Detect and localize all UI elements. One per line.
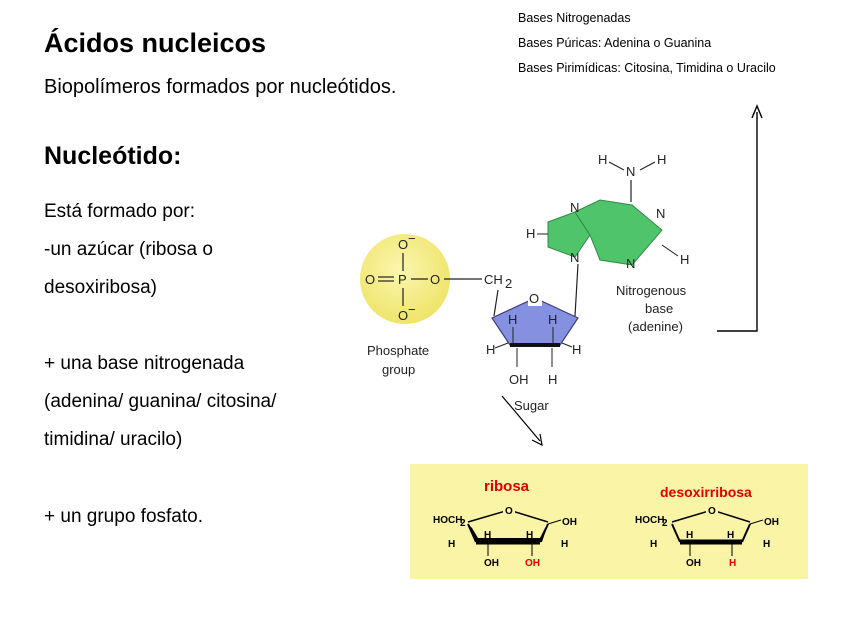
sugar-ring: O H H H H OH H [486, 291, 581, 387]
base-amino-h-right: H [657, 152, 666, 167]
deoxyribose-hoch2: HOCH [635, 515, 664, 526]
page-subtitle: Biopolímeros formados por nucleótidos. [44, 76, 397, 98]
sugar-oh: OH [509, 372, 529, 387]
section-heading: Nucleótido: [44, 142, 182, 170]
phosphate-o-left: O [365, 272, 375, 287]
body-line-1: Está formado por: [44, 201, 196, 222]
deoxyribose-o: O [708, 506, 716, 517]
phosphate-o-right: O [430, 272, 440, 287]
deoxyribose-structure: O HOCH 2 OH H H H H OH H [635, 504, 779, 569]
sugar-ring-o: O [529, 291, 539, 306]
sugar-comparison-box [410, 464, 808, 579]
phosphate-label-1: Phosphate [367, 343, 429, 358]
ribose-oh-right: OH [562, 517, 577, 528]
phosphate-circle [360, 234, 450, 324]
phosphate-group: O − O P O O − [360, 231, 482, 324]
deoxyribose-h-left: H [650, 539, 657, 550]
ribose-h-left: H [448, 539, 455, 550]
ribose-oh-bottom-right: OH [525, 558, 540, 569]
body-line-6: timidina/ uracilo) [44, 429, 183, 450]
ch2-sub: 2 [505, 276, 512, 291]
base-h-8: H [526, 226, 535, 241]
base-label-1: Nitrogenous [616, 283, 687, 298]
adenine-base: N N N N N H H H H [526, 152, 689, 271]
note-bases-puricas: Bases Púricas: Adenina o Guanina [518, 36, 712, 50]
base-n-1: N [656, 206, 665, 221]
deoxyribose-oh-bottom: OH [686, 558, 701, 569]
body-line-2: -un azúcar (ribosa o [44, 239, 213, 260]
ribose-h-inner-left: H [484, 530, 491, 541]
deoxyribose-h-inner-left: H [686, 530, 693, 541]
phosphate-o-top: O [398, 237, 408, 252]
base-label-2: base [645, 301, 673, 316]
desoxirribosa-title: desoxirribosa [660, 484, 752, 500]
phosphate-label-2: group [382, 362, 415, 377]
base-label-3: (adenine) [628, 319, 683, 334]
base-n-3: N [626, 256, 635, 271]
deoxyribose-h-bottom: H [729, 558, 736, 569]
deoxyribose-h-right: H [763, 539, 770, 550]
phosphate-charge-bottom: − [408, 302, 416, 317]
phosphate-p: P [398, 272, 407, 287]
page-title: Ácidos nucleicos [44, 28, 267, 58]
ch2-label: CH [484, 272, 503, 287]
ribose-hoch2-sub: 2 [460, 518, 466, 529]
note-bases-pirimidicas: Bases Pirimídicas: Citosina, Timidina o … [518, 61, 776, 75]
ribose-oh-bottom-left: OH [484, 558, 499, 569]
body-line-3: desoxiribosa) [44, 277, 157, 298]
ribosa-title: ribosa [484, 478, 530, 495]
phosphate-charge-top: − [408, 231, 416, 246]
base-n-9: N [570, 250, 579, 265]
deoxyribose-h-inner-right: H [727, 530, 734, 541]
deoxyribose-oh-right: OH [764, 517, 779, 528]
sugar-h-left: H [486, 342, 495, 357]
deoxyribose-hoch2-sub: 2 [662, 518, 668, 529]
base-n-7: N [570, 200, 579, 215]
base-amino-n: N [626, 164, 635, 179]
body-line-5: (adenina/ guanina/ citosina/ [44, 391, 277, 412]
phosphate-o-bottom: O [398, 308, 408, 323]
ribose-h-inner-right: H [526, 530, 533, 541]
sugar-h-inner-right: H [548, 312, 557, 327]
ribose-hoch2: HOCH [433, 515, 462, 526]
sugar-h-bottom: H [548, 372, 557, 387]
body-line-4: + una base nitrogenada [44, 353, 245, 374]
note-bases-nitrogenadas: Bases Nitrogenadas [518, 11, 631, 25]
sugar-h-inner-left: H [508, 312, 517, 327]
sugar-to-box-arrow [501, 395, 541, 442]
base-to-notes-arrow [717, 104, 763, 332]
ribose-h-right: H [561, 539, 568, 550]
base-amino-h-left: H [598, 152, 607, 167]
ribose-structure: O HOCH 2 OH H H H H OH OH [433, 504, 577, 569]
base-h-2: H [680, 252, 689, 267]
body-line-7: + un grupo fosfato. [44, 506, 203, 527]
sugar-h-right: H [572, 342, 581, 357]
ribose-o: O [505, 506, 513, 517]
sugar-label: Sugar [514, 398, 549, 413]
